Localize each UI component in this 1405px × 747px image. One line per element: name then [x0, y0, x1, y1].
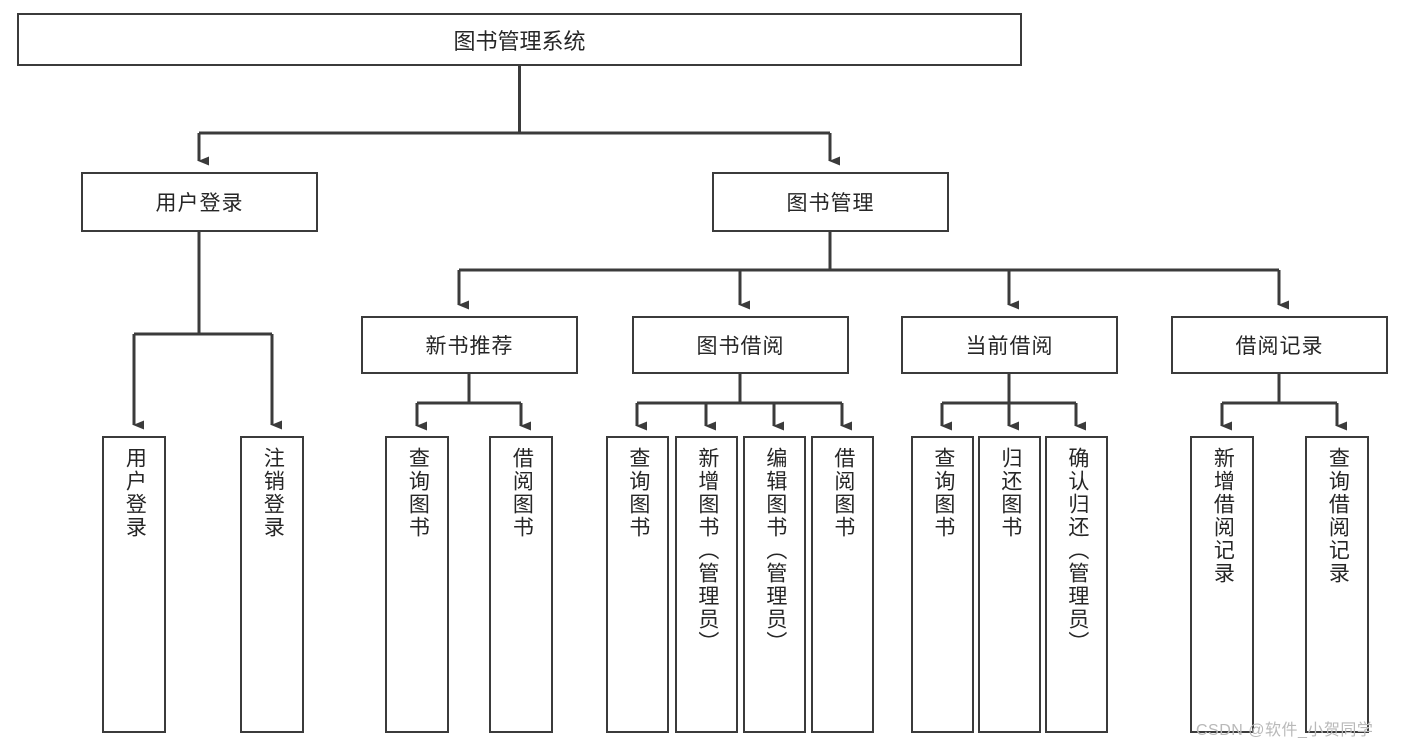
node-book-borrow-label: 图书借阅	[696, 335, 785, 358]
node-leaf-query-record[interactable]: 查询借阅记录	[1305, 436, 1369, 733]
node-new-book-recommend[interactable]: 新书推荐	[361, 316, 578, 374]
node-leaf-logout[interactable]: 注销登录	[240, 436, 304, 733]
node-leaf-borrow-book-2[interactable]: 借阅图书	[811, 436, 874, 733]
node-leaf-borrow-book-2-label: 借阅图书	[831, 447, 855, 539]
node-leaf-user-login[interactable]: 用户登录	[102, 436, 166, 733]
node-leaf-edit-book[interactable]: 编辑图书（管理员）	[743, 436, 806, 733]
node-leaf-query-book-2[interactable]: 查询图书	[606, 436, 669, 733]
node-book-borrow[interactable]: 图书借阅	[632, 316, 849, 374]
node-new-book-recommend-label: 新书推荐	[425, 335, 514, 358]
node-leaf-edit-book-label: 编辑图书（管理员）	[763, 447, 787, 654]
node-leaf-query-book-3-label: 查询图书	[931, 447, 955, 539]
node-leaf-query-record-label: 查询借阅记录	[1326, 447, 1350, 585]
node-leaf-query-book-2-label: 查询图书	[626, 447, 650, 539]
node-leaf-borrow-book-1[interactable]: 借阅图书	[489, 436, 553, 733]
node-leaf-query-book-1-label: 查询图书	[406, 447, 430, 539]
node-user-login-label: 用户登录	[155, 192, 244, 215]
node-root-label: 图书管理系统	[453, 28, 586, 54]
node-leaf-confirm-return-label: 确认归还（管理员）	[1065, 447, 1089, 654]
node-leaf-add-book-label: 新增图书（管理员）	[695, 447, 719, 654]
node-leaf-add-record-label: 新增借阅记录	[1211, 447, 1235, 585]
node-root[interactable]: 图书管理系统	[17, 13, 1022, 66]
node-leaf-query-book-3[interactable]: 查询图书	[911, 436, 974, 733]
node-leaf-user-login-label: 用户登录	[123, 447, 147, 539]
node-leaf-borrow-book-1-label: 借阅图书	[510, 447, 534, 539]
node-leaf-confirm-return[interactable]: 确认归还（管理员）	[1045, 436, 1108, 733]
node-leaf-return-book[interactable]: 归还图书	[978, 436, 1041, 733]
node-leaf-add-book[interactable]: 新增图书（管理员）	[675, 436, 738, 733]
node-borrow-record-label: 借阅记录	[1235, 335, 1324, 358]
node-leaf-return-book-label: 归还图书	[998, 447, 1022, 539]
node-leaf-add-record[interactable]: 新增借阅记录	[1190, 436, 1254, 733]
watermark: CSDN @软件_小贺同学	[1196, 722, 1374, 739]
node-current-borrow-label: 当前借阅	[965, 335, 1054, 358]
node-leaf-query-book-1[interactable]: 查询图书	[385, 436, 449, 733]
node-book-management-label: 图书管理	[786, 192, 875, 215]
node-current-borrow[interactable]: 当前借阅	[901, 316, 1118, 374]
node-leaf-logout-label: 注销登录	[261, 447, 285, 539]
node-book-management[interactable]: 图书管理	[712, 172, 949, 232]
node-user-login[interactable]: 用户登录	[81, 172, 318, 232]
node-borrow-record[interactable]: 借阅记录	[1171, 316, 1388, 374]
